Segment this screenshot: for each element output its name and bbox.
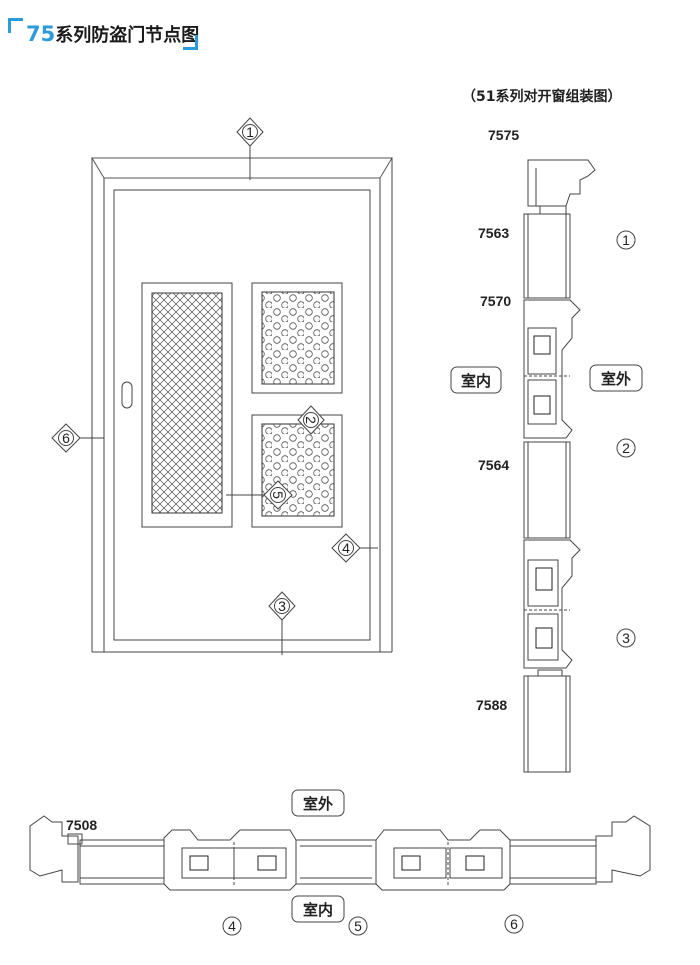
indoor-label-horizontal: 室内	[291, 895, 345, 923]
door-marker-6-label: 6	[62, 430, 70, 446]
subtitle: （51系列对开窗组装图）	[462, 89, 622, 105]
door-marker-4: 4	[331, 533, 378, 563]
outdoor-label-horizontal: 室外	[291, 789, 345, 817]
svg-text:4: 4	[228, 918, 236, 934]
profile-7570-label: 7570	[480, 293, 511, 309]
profile-7588-label: 7588	[476, 697, 507, 713]
svg-text:6: 6	[510, 916, 518, 932]
horizontal-section	[29, 815, 651, 891]
svg-text:室外: 室外	[303, 795, 333, 813]
door-marker-1-label: 1	[246, 124, 254, 140]
vertical-section	[523, 159, 596, 773]
door-marker-1: 1	[236, 117, 264, 180]
vertical-node-2: 2	[616, 438, 636, 458]
outdoor-label-vertical: 室外	[589, 364, 643, 392]
page-title: 75系列防盗门节点图	[8, 18, 200, 50]
svg-text:1: 1	[622, 232, 630, 248]
horizontal-node-6: 6	[504, 914, 524, 934]
vertical-node-1: 1	[616, 230, 636, 250]
profile-7563-label: 7563	[478, 225, 509, 241]
indoor-label-vertical: 室内	[450, 366, 502, 394]
door-marker-5: 5	[263, 480, 293, 510]
horizontal-section-labels: 7508	[66, 817, 97, 833]
svg-text:室内: 室内	[303, 901, 333, 919]
title-bracket-top-left	[8, 18, 23, 33]
profile-7564-label: 7564	[478, 457, 509, 473]
door-marker-5-label: 5	[270, 491, 286, 499]
svg-text:室内: 室内	[461, 372, 491, 390]
title-bracket-bottom-right	[183, 35, 198, 50]
svg-text:3: 3	[622, 630, 630, 646]
door-marker-3: 3	[268, 591, 296, 655]
profile-7575-label: 7575	[488, 127, 519, 143]
horizontal-node-4: 4	[222, 916, 242, 936]
door-marker-6: 6	[51, 423, 104, 453]
title-text: 75系列防盗门节点图	[26, 22, 200, 46]
vertical-section-labels: 7575 7563 7570 7564 7588	[476, 127, 519, 713]
svg-text:室外: 室外	[601, 370, 631, 388]
svg-text:5: 5	[354, 918, 362, 934]
door-marker-3-label: 3	[278, 598, 286, 614]
horizontal-node-5: 5	[348, 916, 368, 936]
vertical-node-3: 3	[616, 628, 636, 648]
door-marker-2-label: 2	[303, 416, 319, 424]
profile-7508-label: 7508	[66, 817, 97, 833]
door-marker-4-label: 4	[342, 540, 350, 556]
door-elevation	[91, 157, 393, 653]
door-marker-2: 2	[297, 405, 325, 435]
svg-text:2: 2	[622, 440, 630, 456]
